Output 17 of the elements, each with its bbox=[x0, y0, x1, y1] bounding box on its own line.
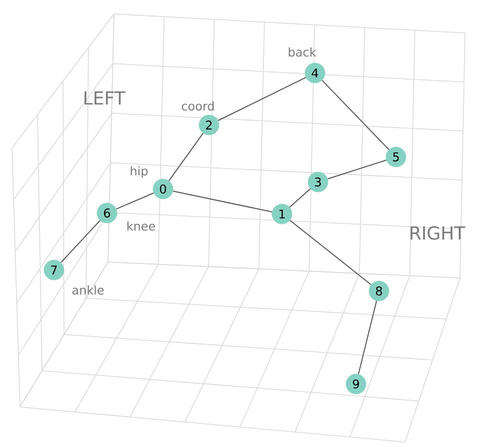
connector-line bbox=[172, 190, 273, 212]
connector-line bbox=[327, 160, 387, 180]
connector-line bbox=[358, 300, 378, 375]
connector-line bbox=[218, 76, 306, 121]
connector-line bbox=[116, 192, 154, 210]
joint-label: knee bbox=[127, 221, 156, 231]
side-label: LEFT bbox=[84, 91, 126, 105]
joint-label: back bbox=[288, 47, 316, 57]
joint-label: coord bbox=[182, 101, 214, 111]
connector-line bbox=[168, 132, 204, 182]
connector-line bbox=[289, 188, 311, 208]
connector-line bbox=[60, 220, 101, 264]
connector-line bbox=[290, 220, 372, 286]
side-label: RIGHT bbox=[410, 226, 466, 240]
connector-line bbox=[322, 80, 390, 150]
joint-label: ankle bbox=[72, 285, 104, 295]
joint-label: hip bbox=[130, 166, 148, 178]
